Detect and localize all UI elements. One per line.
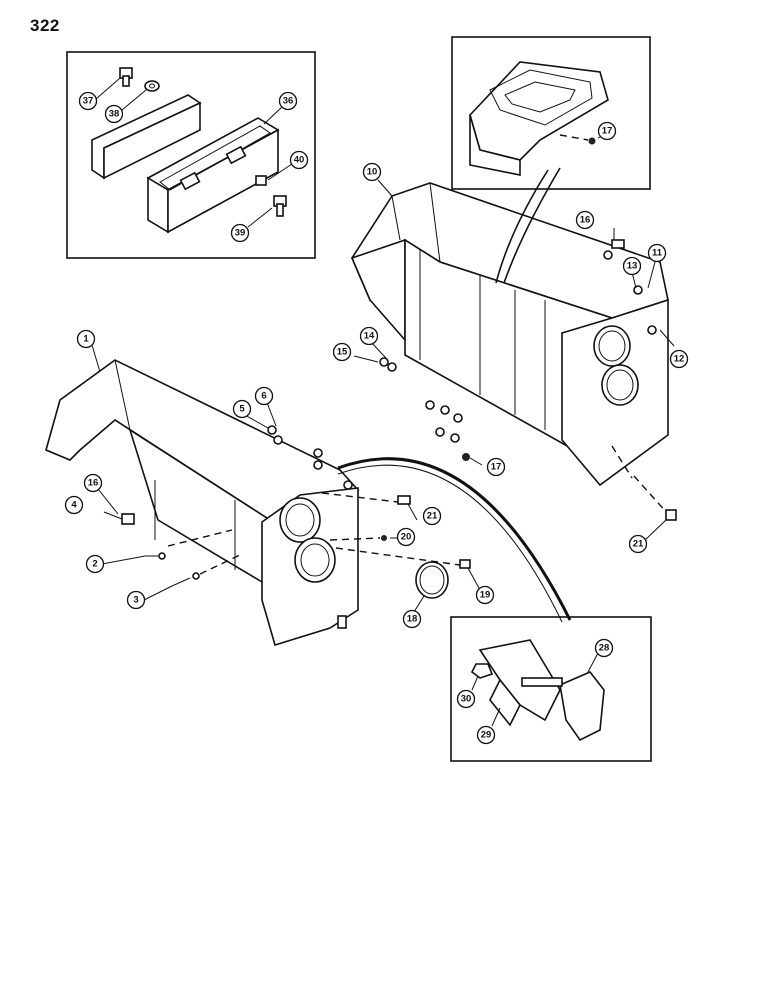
svg-text:28: 28 bbox=[599, 643, 610, 654]
svg-text:4: 4 bbox=[71, 500, 77, 511]
svg-text:38: 38 bbox=[109, 109, 120, 120]
right-lamp-upper bbox=[593, 325, 631, 367]
callout-4: 4 bbox=[64, 495, 84, 515]
left-fender bbox=[45, 344, 572, 647]
svg-text:17: 17 bbox=[491, 462, 502, 473]
svg-text:18: 18 bbox=[407, 614, 418, 625]
callout-21-right: 21 bbox=[628, 534, 648, 554]
svg-text:19: 19 bbox=[480, 590, 491, 601]
svg-text:3: 3 bbox=[133, 595, 138, 606]
svg-text:1: 1 bbox=[83, 334, 89, 345]
svg-text:15: 15 bbox=[337, 347, 348, 358]
callout-38: 38 bbox=[104, 104, 124, 124]
svg-text:5: 5 bbox=[239, 404, 245, 415]
callout-2: 2 bbox=[85, 554, 105, 574]
callout-17-inset: 17 bbox=[597, 121, 617, 141]
callout-30: 30 bbox=[456, 689, 476, 709]
callout-16-right: 16 bbox=[575, 210, 595, 230]
callout-17-fender: 17 bbox=[486, 457, 506, 477]
callout-21-left: 21 bbox=[422, 506, 442, 526]
callout-5: 5 bbox=[232, 399, 252, 419]
callout-12: 12 bbox=[669, 349, 689, 369]
callout-20: 20 bbox=[396, 527, 416, 547]
svg-text:2: 2 bbox=[92, 559, 97, 570]
svg-text:11: 11 bbox=[652, 248, 663, 259]
svg-text:36: 36 bbox=[283, 96, 294, 107]
bracket-detail-inset bbox=[451, 36, 651, 190]
callout-16-left: 16 bbox=[83, 473, 103, 493]
svg-text:21: 21 bbox=[427, 511, 438, 522]
svg-text:37: 37 bbox=[83, 96, 94, 107]
callout-29: 29 bbox=[476, 725, 496, 745]
bracket-inset-frame bbox=[451, 36, 651, 190]
callout-3: 3 bbox=[126, 590, 146, 610]
callout-1: 1 bbox=[76, 329, 96, 349]
svg-text:12: 12 bbox=[674, 354, 685, 365]
svg-text:16: 16 bbox=[580, 215, 591, 226]
callout-19: 19 bbox=[475, 585, 495, 605]
svg-text:20: 20 bbox=[401, 532, 412, 543]
callout-36: 36 bbox=[278, 91, 298, 111]
callout-15: 15 bbox=[332, 342, 352, 362]
callout-13: 13 bbox=[622, 256, 642, 276]
callout-40: 40 bbox=[289, 150, 309, 170]
lamp-inset-frame bbox=[66, 51, 316, 259]
svg-text:16: 16 bbox=[88, 478, 99, 489]
trim-ring bbox=[415, 561, 449, 599]
callout-18: 18 bbox=[402, 609, 422, 629]
svg-text:10: 10 bbox=[367, 167, 378, 178]
callout-6: 6 bbox=[254, 386, 274, 406]
svg-text:17: 17 bbox=[602, 126, 613, 137]
lamp-inset bbox=[66, 51, 316, 259]
mount-detail-inset bbox=[450, 616, 652, 762]
svg-text:29: 29 bbox=[481, 730, 492, 741]
svg-text:21: 21 bbox=[633, 539, 644, 550]
svg-text:40: 40 bbox=[294, 155, 305, 166]
callout-11: 11 bbox=[647, 243, 667, 263]
svg-text:6: 6 bbox=[261, 391, 266, 402]
page-number: 322 bbox=[30, 16, 60, 35]
svg-text:13: 13 bbox=[627, 261, 638, 272]
mount-inset-frame bbox=[450, 616, 652, 762]
svg-text:14: 14 bbox=[364, 331, 375, 342]
right-fender bbox=[350, 167, 677, 542]
callout-39: 39 bbox=[230, 223, 250, 243]
callout-10: 10 bbox=[362, 162, 382, 182]
svg-text:30: 30 bbox=[461, 694, 472, 705]
callout-37: 37 bbox=[78, 91, 98, 111]
callout-28: 28 bbox=[594, 638, 614, 658]
right-lamp-lower bbox=[601, 364, 639, 406]
svg-text:39: 39 bbox=[235, 228, 246, 239]
callout-14: 14 bbox=[359, 326, 379, 346]
